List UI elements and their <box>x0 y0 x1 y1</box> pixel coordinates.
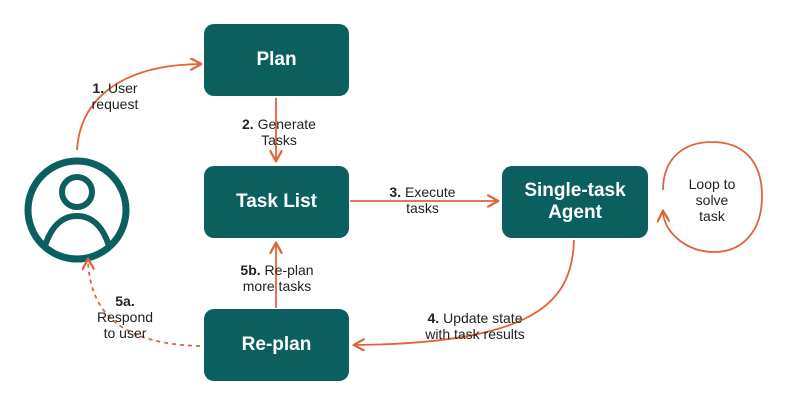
step-4-line2: with task results <box>425 326 525 342</box>
step-1-line1: User <box>108 80 138 96</box>
step-5b-num: 5b. <box>240 262 261 278</box>
step-3-line1: Execute <box>404 184 456 200</box>
step-4-num: 4. <box>427 310 440 326</box>
step-3-line2: tasks <box>406 200 439 216</box>
task-list-node: Task List <box>204 166 349 238</box>
loop-line1: Loop to <box>688 176 736 192</box>
step-4-label: 4. Update state with task results <box>405 310 545 342</box>
step-5b-line1: Re-plan <box>264 262 314 278</box>
arrow-replan-to-user <box>88 260 201 347</box>
replan-node: Re-plan <box>204 309 349 381</box>
step-1-line2: request <box>91 96 139 112</box>
step-5b-line2: more tasks <box>242 278 312 294</box>
step-3-label: 3. Execute tasks <box>380 184 465 216</box>
replan-label: Re-plan <box>241 334 312 355</box>
arrow-user-to-plan <box>76 64 200 151</box>
step-2-label: 2. Generate Tasks <box>224 116 334 148</box>
agent-node: Single-task Agent <box>502 166 648 238</box>
step-5b-label: 5b. Re-plan more tasks <box>222 262 332 294</box>
plan-node: Plan <box>204 24 349 96</box>
step-2-line1: Generate <box>257 116 316 132</box>
agent-label-line1: Single-task <box>524 180 626 201</box>
loop-arrow <box>663 141 763 253</box>
step-5a-line2: to user <box>103 325 147 341</box>
step-5a-label: 5a. Respond to user <box>90 293 160 341</box>
step-1-label: 1. User request <box>80 80 150 112</box>
step-4-line1: Update state <box>443 310 523 326</box>
plan-label: Plan <box>256 49 297 70</box>
arrow-agent-to-replan <box>355 239 575 345</box>
step-2-num: 2. <box>242 116 254 132</box>
loop-line2: solve <box>695 192 729 208</box>
task-list-label: Task List <box>236 191 317 212</box>
loop-label: Loop to solve task <box>680 176 744 224</box>
step-3-num: 3. <box>389 184 402 200</box>
loop-line3: task <box>699 208 725 224</box>
step-5a-line1: Respond <box>96 309 154 325</box>
user-icon <box>24 157 130 263</box>
step-2-line2: Tasks <box>261 132 297 148</box>
step-1-num: 1. <box>92 80 105 96</box>
step-5a-num: 5a. <box>115 293 135 309</box>
agent-label-line2: Agent <box>548 202 602 223</box>
